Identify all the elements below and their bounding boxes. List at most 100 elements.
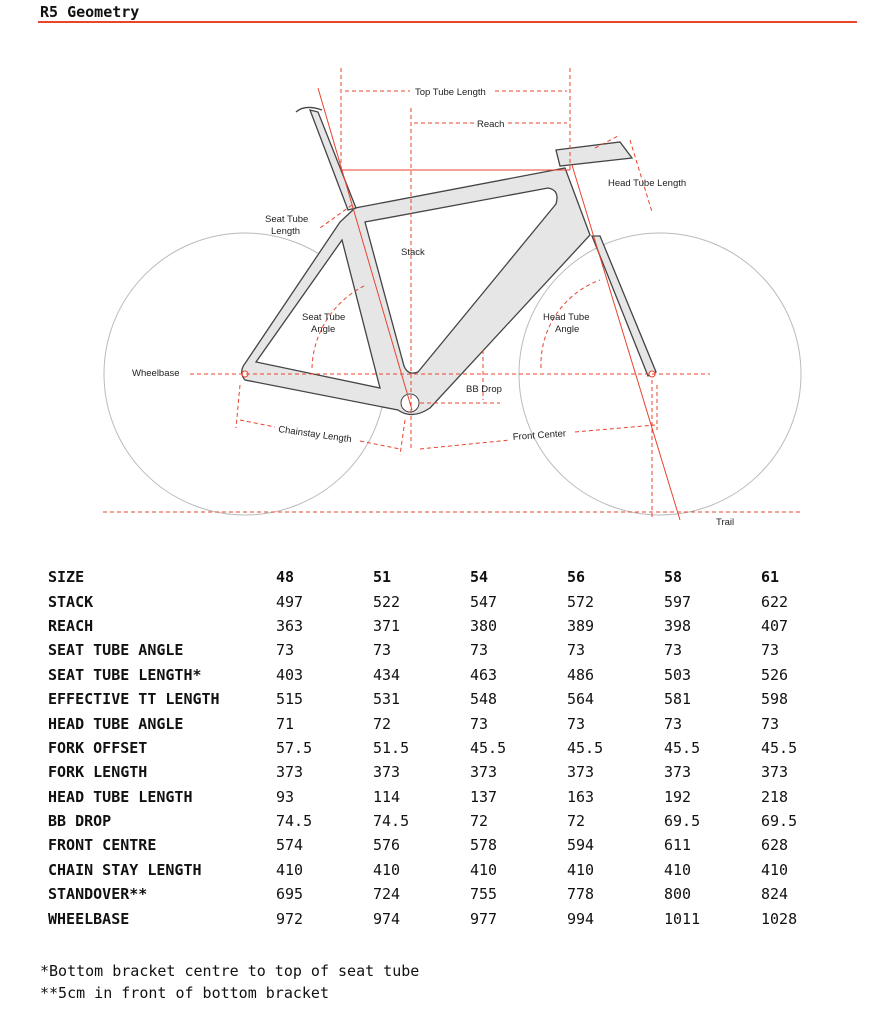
footnote-standover: **5cm in front of bottom bracket <box>40 984 329 1002</box>
cell-value: 114 <box>373 787 401 806</box>
label-reach: Reach <box>477 119 504 130</box>
row-label: BB DROP <box>48 812 112 831</box>
row-label: SEAT TUBE LENGTH* <box>48 665 202 684</box>
cell-value: 73 <box>373 641 392 660</box>
cell-value: 373 <box>373 763 401 782</box>
row-label: REACH <box>48 616 94 635</box>
cell-value: 51.5 <box>373 738 410 757</box>
row-label: FORK OFFSET <box>48 738 148 757</box>
footnote-seat-tube: *Bottom bracket centre to top of seat tu… <box>40 962 420 980</box>
size-header: 51 <box>373 568 392 587</box>
cell-value: 93 <box>276 787 295 806</box>
cell-value: 622 <box>761 592 789 611</box>
cell-value: 611 <box>664 836 692 855</box>
cell-value: 373 <box>470 763 498 782</box>
cell-value: 74.5 <box>276 812 313 831</box>
cell-value: 192 <box>664 787 692 806</box>
cell-value: 547 <box>470 592 498 611</box>
cell-value: 526 <box>761 665 789 684</box>
cell-value: 373 <box>567 763 595 782</box>
cell-value: 73 <box>664 714 683 733</box>
cell-value: 548 <box>470 690 498 709</box>
cell-value: 73 <box>567 714 586 733</box>
cell-value: 594 <box>567 836 595 855</box>
cell-value: 564 <box>567 690 595 709</box>
cell-value: 72 <box>373 714 392 733</box>
label-seat-tube-length: Seat Tube <box>265 214 308 225</box>
size-header: 61 <box>761 568 780 587</box>
cell-value: 73 <box>761 641 780 660</box>
label-wheelbase: Wheelbase <box>132 368 180 379</box>
label-seat-tube-angle: Seat Tube <box>302 312 345 323</box>
cell-value: 45.5 <box>761 738 798 757</box>
label-bb-drop: BB Drop <box>466 384 502 395</box>
row-label: STANDOVER** <box>48 885 148 904</box>
cell-value: 71 <box>276 714 295 733</box>
cell-value: 1028 <box>761 909 798 928</box>
size-header: 58 <box>664 568 683 587</box>
cell-value: 73 <box>470 714 489 733</box>
page-title: R5 Geometry <box>40 3 140 21</box>
label-head-tube-angle: Head Tube <box>543 312 589 323</box>
cell-value: 73 <box>567 641 586 660</box>
label-seat-tube-angle-2: Angle <box>311 324 335 335</box>
title-rule <box>38 21 857 23</box>
label-chainstay-length: Chainstay Length <box>278 424 353 445</box>
cell-value: 45.5 <box>664 738 701 757</box>
cell-value: 163 <box>567 787 595 806</box>
cell-value: 73 <box>470 641 489 660</box>
cell-value: 695 <box>276 885 304 904</box>
cell-value: 373 <box>664 763 692 782</box>
label-stack: Stack <box>401 247 425 258</box>
cell-value: 597 <box>664 592 692 611</box>
cell-value: 994 <box>567 909 595 928</box>
cell-value: 824 <box>761 885 789 904</box>
label-seat-tube-length-2: Length <box>271 226 300 237</box>
row-label: FRONT CENTRE <box>48 836 157 855</box>
cell-value: 503 <box>664 665 692 684</box>
cell-value: 398 <box>664 616 692 635</box>
cell-value: 73 <box>761 714 780 733</box>
row-label: HEAD TUBE LENGTH <box>48 787 193 806</box>
cell-value: 373 <box>761 763 789 782</box>
row-label: STACK <box>48 592 94 611</box>
cell-value: 977 <box>470 909 498 928</box>
cell-value: 72 <box>470 812 489 831</box>
size-header: 56 <box>567 568 586 587</box>
cell-value: 389 <box>567 616 595 635</box>
label-trail: Trail <box>716 517 734 528</box>
geometry-diagram: Top Tube Length Reach Head Tube Length S… <box>103 68 802 528</box>
cell-value: 410 <box>373 860 401 879</box>
cell-value: 407 <box>761 616 789 635</box>
cell-value: 531 <box>373 690 401 709</box>
cell-value: 522 <box>373 592 401 611</box>
cell-value: 403 <box>276 665 304 684</box>
cell-value: 45.5 <box>470 738 507 757</box>
size-header: 48 <box>276 568 295 587</box>
cell-value: 576 <box>373 836 401 855</box>
measure-lines <box>103 68 800 521</box>
cell-value: 72 <box>567 812 586 831</box>
cell-value: 410 <box>761 860 789 879</box>
label-top-tube-length: Top Tube Length <box>415 87 486 98</box>
cell-value: 800 <box>664 885 692 904</box>
cell-value: 578 <box>470 836 498 855</box>
cell-value: 410 <box>470 860 498 879</box>
cell-value: 373 <box>276 763 304 782</box>
frame <box>241 106 657 416</box>
row-label: EFFECTIVE TT LENGTH <box>48 690 220 709</box>
label-head-tube-angle-2: Angle <box>555 324 579 335</box>
cell-value: 1011 <box>664 909 701 928</box>
cell-value: 581 <box>664 690 692 709</box>
cell-value: 57.5 <box>276 738 313 757</box>
